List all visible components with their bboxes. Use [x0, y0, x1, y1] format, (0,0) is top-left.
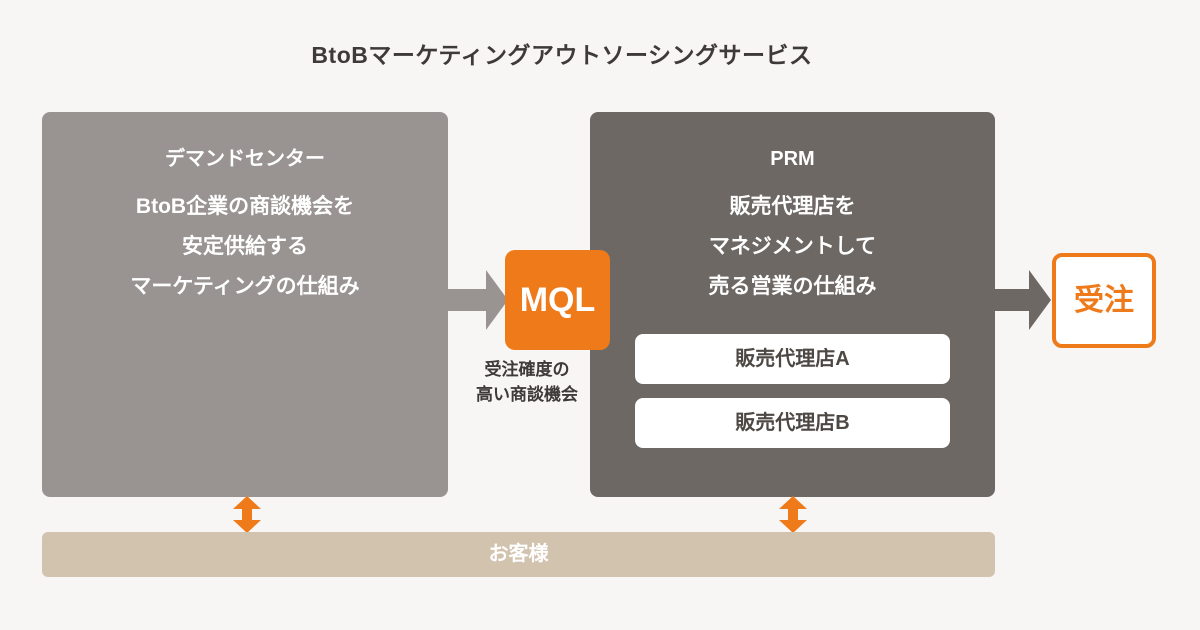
- mql-caption: 受注確度の 高い商談機会: [448, 357, 606, 407]
- mql-caption-line-1: 受注確度の: [484, 360, 570, 379]
- prm-heading: PRM: [770, 148, 815, 170]
- demand-center-heading: デマンドセンター: [165, 148, 325, 170]
- customer-bar: お客様: [42, 532, 995, 577]
- demand-center-line-1: BtoB企業の商談機会を: [135, 195, 355, 218]
- mql-box: MQL: [505, 250, 610, 350]
- mql-caption-line-2: 高い商談機会: [476, 385, 578, 404]
- agency-b-box: 販売代理店B: [635, 398, 950, 448]
- right-arrow-icon: [446, 270, 508, 330]
- prm-description: 販売代理店を マネジメントして 売る営業の仕組み: [590, 187, 995, 307]
- demand-center-line-2: 安定供給する: [182, 235, 308, 258]
- agency-a-box: 販売代理店A: [635, 334, 950, 384]
- demand-center-line-3: マーケティングの仕組み: [130, 275, 360, 298]
- prm-line-1: 販売代理店を: [729, 195, 856, 218]
- right-arrow-icon: [993, 270, 1051, 330]
- prm-line-3: 売る営業の仕組み: [708, 275, 877, 298]
- diagram-title: BtoBマーケティングアウトソーシングサービス: [311, 42, 813, 68]
- demand-center-description: BtoB企業の商談機会を 安定供給する マーケティングの仕組み: [42, 187, 448, 307]
- prm-box: PRM 販売代理店を マネジメントして 売る営業の仕組み 販売代理店A 販売代理…: [590, 112, 995, 497]
- vertical-double-arrow-icon: [779, 496, 807, 533]
- demand-center-box: デマンドセンター BtoB企業の商談機会を 安定供給する マーケティングの仕組み: [42, 112, 448, 497]
- prm-line-2: マネジメントして: [708, 235, 877, 258]
- order-box: 受注: [1052, 253, 1156, 348]
- vertical-double-arrow-icon: [233, 496, 261, 533]
